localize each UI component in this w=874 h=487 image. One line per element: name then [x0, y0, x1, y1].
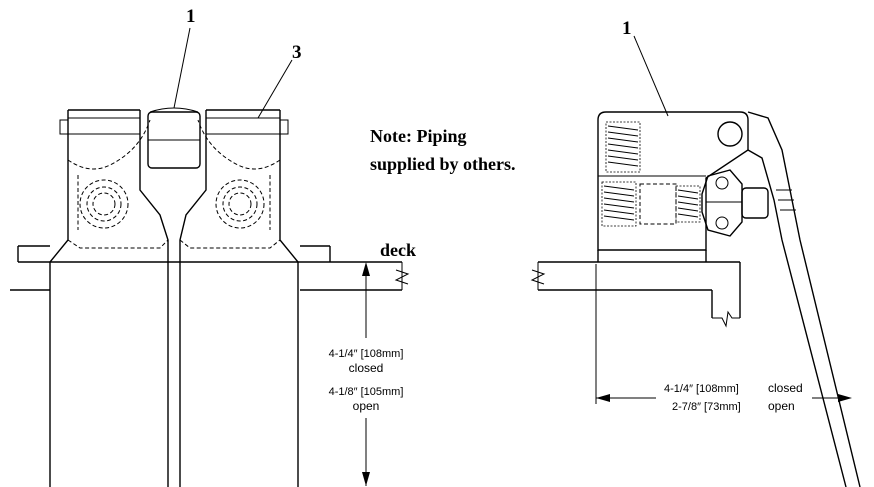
hex-nut-chamfer-bottom [715, 216, 729, 230]
leader-left-3 [257, 59, 293, 119]
note-line-1: Note: Piping [370, 126, 467, 146]
hex-nut [701, 169, 743, 237]
pivot-hole [717, 121, 743, 147]
right-port-middle [222, 186, 258, 222]
leader-right-1 [633, 35, 669, 117]
stem-thread-hatch [677, 189, 699, 218]
right-dim-arrow-left [596, 394, 610, 402]
lever-outer-edge [747, 111, 861, 487]
stem-thread [675, 185, 701, 223]
right-pin-stub [279, 119, 289, 135]
lower-thread-hatch [603, 185, 635, 221]
right-deck-break-mark-left [530, 269, 546, 285]
left-dim-arrow-bottom [362, 472, 370, 486]
stem-cap [741, 187, 769, 219]
left-dim-open-value: 4-1/8″ [105mm] [329, 386, 404, 398]
deck-break-mark [394, 269, 410, 285]
lever-inner-edge [747, 149, 847, 487]
left-port-middle [86, 186, 122, 222]
left-dimension-text: 4-1/4″ [108mm] closed 4-1/8″ [105mm] ope… [329, 348, 404, 413]
right-dim-closed-label: closed [768, 381, 803, 395]
right-hidden-arc [197, 119, 281, 170]
right-handle-inner-edge [179, 110, 207, 487]
right-valve-body [597, 111, 749, 251]
deck-label: deck [380, 240, 416, 260]
right-dimension-text: 4-1/4″ [108mm] closed 2-7/8″ [73mm] open [664, 381, 803, 413]
left-dim-open-label: open [353, 399, 380, 413]
left-port-inner [92, 192, 116, 216]
left-hidden-arc [67, 119, 151, 170]
right-port-inner [228, 192, 252, 216]
left-pin-stub [59, 119, 69, 135]
left-dim-closed-label: closed [349, 361, 384, 375]
callout-right-1: 1 [622, 18, 632, 39]
callout-left-3: 3 [292, 42, 302, 63]
lower-thread-outline [601, 181, 637, 227]
leader-left-1 [173, 27, 191, 109]
left-port-outer [79, 179, 129, 229]
left-handle-outer-edge [49, 110, 69, 487]
note-line-2: supplied by others. [370, 154, 516, 174]
right-deck-break-mark-bottom [712, 310, 740, 328]
hex-nut-chamfer-top [715, 176, 729, 190]
right-dim-arrow-right [838, 394, 852, 402]
right-view [530, 35, 861, 487]
left-handle-inner-edge [139, 110, 169, 487]
right-handle-outer-edge [279, 110, 299, 487]
right-hidden-base [179, 239, 281, 249]
left-hidden-base [67, 239, 169, 249]
upper-thread-hatch [607, 125, 639, 167]
left-dim-arrow-top [362, 262, 370, 276]
stem-hidden [639, 183, 677, 225]
callout-left-1: 1 [186, 6, 196, 27]
left-view [10, 27, 410, 487]
left-dim-closed-value: 4-1/4″ [108mm] [329, 348, 404, 360]
right-dim-closed-value: 4-1/4″ [108mm] [664, 383, 739, 395]
right-dim-open-label: open [768, 399, 795, 413]
right-dim-open-value: 2-7/8″ [73mm] [672, 401, 741, 413]
right-port-outer [215, 179, 265, 229]
